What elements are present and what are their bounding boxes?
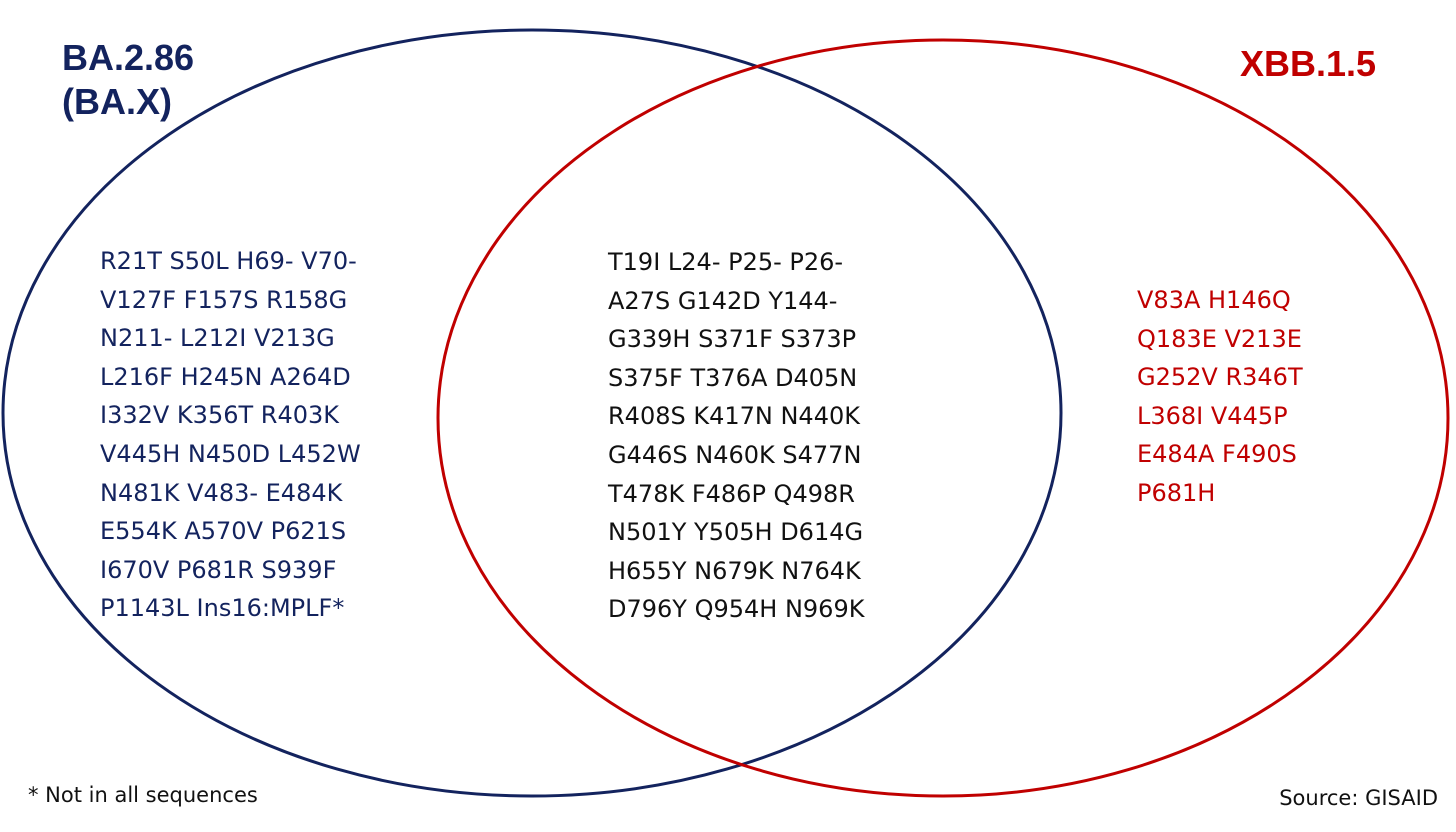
ba-2-86-mutation-list: R21T S50L H69- V70- V127F F157S R158G N2… [100, 242, 361, 628]
ba-2-86-title: BA.2.86 (BA.X) [62, 36, 194, 124]
mutation-row: L368I V445P [1137, 401, 1288, 430]
mutation-row: S375F T376A D405N [608, 363, 858, 392]
xbb-1-5-mutation-list: V83A H146Q Q183E V213E G252V R346T L368I… [1137, 281, 1303, 513]
mutation-row: A27S G142D Y144- [608, 286, 838, 315]
mutation-row: V83A H146Q [1137, 286, 1291, 314]
mutation-row: R21T S50L H69- V70- [100, 247, 357, 275]
ba-2-86-alias: (BA.X) [62, 81, 172, 122]
mutation-row: T19I L24- P25- P26- [608, 248, 844, 276]
mutation-row: I332V K356T R403K [100, 401, 339, 430]
ba-2-86-circle [1, 28, 1063, 798]
source-credit: Source: GISAID [1279, 786, 1438, 810]
mutation-row: N501Y Y505H D614G [608, 518, 864, 547]
mutation-row: G252V R346T [1137, 363, 1303, 392]
footnote: * Not in all sequences [28, 783, 258, 807]
mutation-row: T478K F486P Q498R [608, 479, 855, 508]
mutation-row: E484A F490S [1137, 440, 1297, 469]
mutation-row: G339H S371F S373P [608, 325, 857, 354]
mutation-row: P681H [1137, 478, 1216, 507]
mutation-row: E554K A570V P621S [100, 517, 347, 546]
mutation-row: Q183E V213E [1137, 324, 1302, 353]
shared-mutation-list: T19I L24- P25- P26- A27S G142D Y144- G33… [608, 243, 864, 629]
mutation-row: H655Y N679K N764K [608, 556, 861, 585]
xbb-1-5-circle [436, 38, 1450, 798]
mutation-row: P1143L Ins16:MPLF* [100, 594, 345, 623]
mutation-row: N211- L212I V213G [100, 324, 335, 353]
ba-2-86-name: BA.2.86 [62, 37, 195, 78]
mutation-row: D796Y Q954H N969K [608, 595, 865, 624]
mutation-row: N481K V483- E484K [100, 478, 343, 507]
mutation-row: R408S K417N N440K [608, 402, 860, 431]
mutation-row: V127F F157S R158G [100, 285, 348, 314]
mutation-row: V445H N450D L452W [100, 439, 361, 468]
mutation-row: L216F H245N A264D [100, 362, 351, 391]
xbb-1-5-title: XBB.1.5 [1240, 43, 1377, 84]
mutation-row: I670V P681R S939F [100, 555, 337, 584]
mutation-row: G446S N460K S477N [608, 440, 862, 469]
